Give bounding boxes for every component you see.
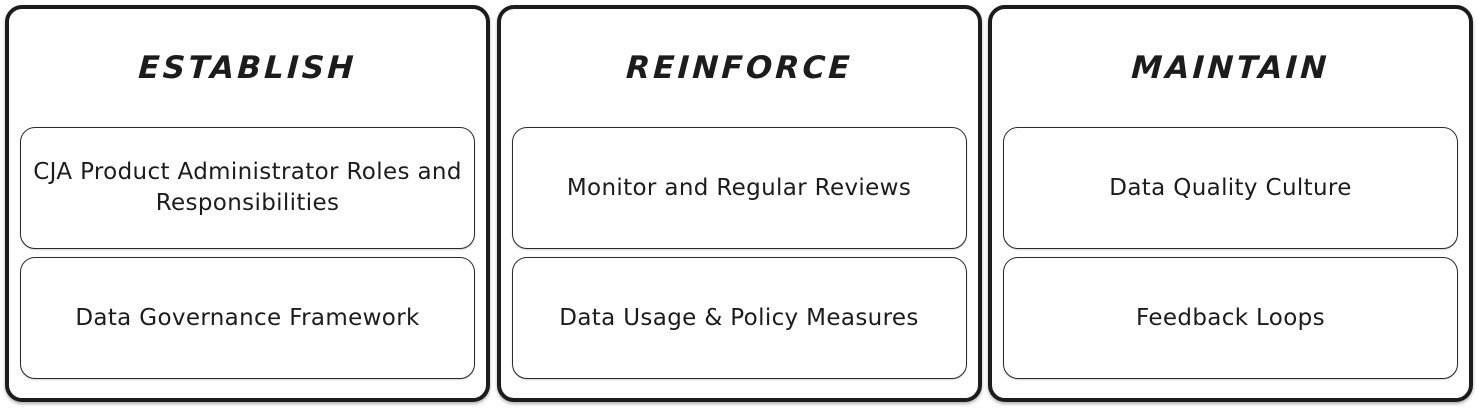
panel-title-reinforce: REINFORCE [624,50,854,86]
card-label: Monitor and Regular Reviews [566,174,912,201]
card-label: Data Usage & Policy Measures [559,304,919,331]
card-label: Data Quality Culture [1109,174,1352,201]
card-monitor-and-regular-reviews[interactable]: Monitor and Regular Reviews [511,127,967,249]
card-label: CJA Product Administrator Roles and Resp… [33,159,462,216]
panel-title-maintain: MAINTAIN [1130,50,1331,86]
card-stack-maintain: Data Quality Culture Feedback Loops [1003,127,1458,387]
panel-title-establish: ESTABLISH [137,50,358,86]
card-feedback-loops[interactable]: Feedback Loops [1003,257,1458,379]
card-data-quality-culture[interactable]: Data Quality Culture [1003,127,1458,249]
card-data-governance-framework[interactable]: Data Governance Framework [20,257,475,379]
panel-establish[interactable]: ESTABLISH CJA Product Administrator Role… [5,5,490,402]
panel-reinforce[interactable]: REINFORCE Monitor and Regular Reviews Da… [496,5,982,402]
card-label: Data Governance Framework [75,304,420,331]
panel-maintain[interactable]: MAINTAIN Data Quality Culture Feedback L… [988,5,1473,402]
card-cja-product-administrator[interactable]: CJA Product Administrator Roles and Resp… [20,127,475,249]
card-data-usage-and-policy-measures[interactable]: Data Usage & Policy Measures [511,257,967,379]
card-stack-reinforce: Monitor and Regular Reviews Data Usage &… [511,127,967,387]
card-label: Feedback Loops [1136,304,1325,331]
card-stack-establish: CJA Product Administrator Roles and Resp… [20,127,475,387]
